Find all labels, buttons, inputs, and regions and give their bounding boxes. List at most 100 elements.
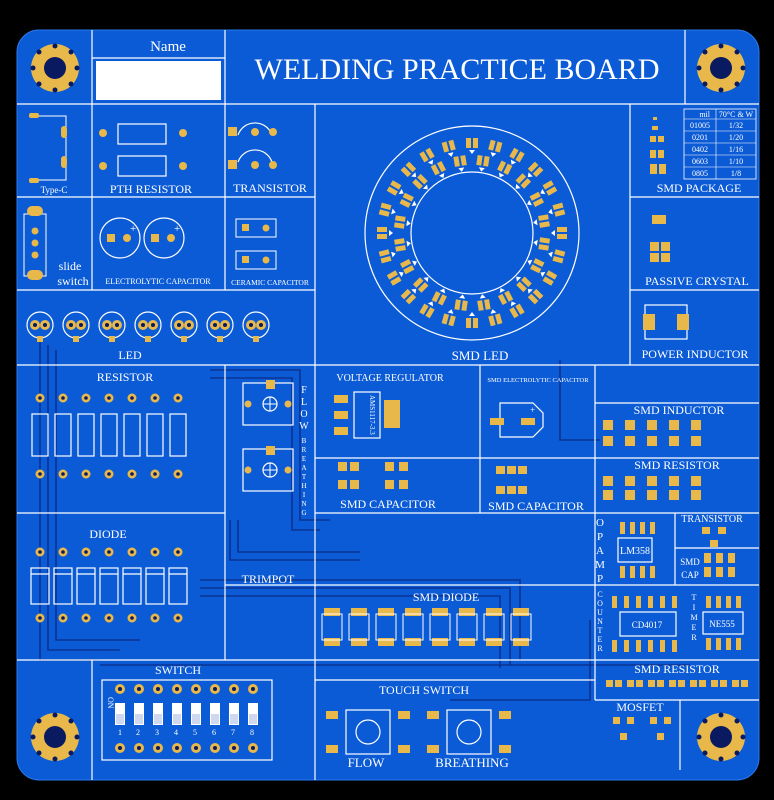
switch-on-label: ON — [106, 697, 115, 709]
flow-breathing-char: O — [300, 409, 307, 420]
package-table-cell: 0402 — [692, 145, 708, 154]
smd-inductor-label: SMD INDUCTOR — [634, 403, 725, 417]
breathing-label: BREATHING — [435, 755, 509, 770]
counter-char: O — [597, 599, 603, 608]
timer-char: T — [692, 593, 697, 602]
smd-resistor-footprints-2 — [606, 680, 748, 687]
package-table-cell: 0201 — [692, 133, 708, 142]
pth-resistor-footprint — [99, 123, 187, 177]
voltage-regulator-label: VOLTAGE REGULATOR — [336, 373, 444, 384]
smd-transistor-footprint — [702, 527, 726, 547]
cd4017-footprint — [612, 596, 677, 652]
counter-vertical-label: C O U N T E R — [597, 590, 603, 653]
mounting-hole-bottom-right — [696, 712, 746, 762]
transistor-small-label: TRANSISTOR — [681, 514, 743, 525]
package-table-cell: 1/8 — [731, 169, 741, 178]
smd-resistor-label-2: SMD RESISTOR — [634, 662, 719, 676]
flow-breathing-char: I — [303, 491, 306, 499]
package-table-cell: 0805 — [692, 169, 708, 178]
op-amp-char: O — [596, 517, 604, 529]
electrolytic-capacitor-footprints: + + — [99, 217, 185, 259]
flow-breathing-char: T — [302, 473, 307, 481]
svg-text:+: + — [530, 405, 535, 415]
diode-label: DIODE — [89, 527, 126, 541]
dip-switch-number: 4 — [174, 728, 178, 737]
dip-switch-number: 3 — [155, 728, 159, 737]
op-amp-char: A — [596, 545, 604, 557]
dip-switch-number: 5 — [193, 728, 197, 737]
electrolytic-capacitor-label: ELECTROLYTIC CAPACITOR — [105, 277, 211, 286]
timer-char: I — [693, 603, 696, 612]
smd-electrolytic-capacitor-label: SMD ELECTROLYTIC CAPACITOR — [487, 377, 589, 384]
mosfet-label: MOSFET — [616, 700, 664, 714]
flow-breathing-char: A — [301, 464, 306, 472]
board-title: WELDING PRACTICE BOARD — [255, 53, 660, 86]
resistor-footprints — [31, 393, 187, 479]
trimpot-label: TRIMPOT — [242, 572, 295, 586]
name-field — [96, 61, 221, 100]
op-amp-char: P — [597, 531, 603, 543]
dip-switch-numbers: 1 2 3 4 5 6 7 8 — [118, 728, 254, 737]
dip-switch-footprint — [101, 679, 273, 761]
passive-crystal-footprint — [650, 215, 670, 262]
transistor-label: TRANSISTOR — [233, 181, 307, 195]
op-amp-vertical-label: O P A M P — [595, 517, 605, 585]
ceramic-capacitor-footprints — [235, 218, 277, 270]
package-table: mil 70°C & W 01005 1/32 0201 1/20 0402 1… — [683, 108, 757, 180]
smd-inductor-footprints — [603, 420, 701, 446]
flow-breathing-char: R — [302, 446, 307, 454]
transistor-footprint — [228, 122, 277, 169]
package-table-cell: 1/32 — [729, 121, 743, 130]
timer-vertical-label: T I M E R — [690, 593, 697, 642]
lm358-footprint — [617, 522, 655, 578]
mounting-hole-bottom-left — [30, 712, 80, 762]
package-table-cell: 01005 — [690, 121, 710, 130]
package-table-header-mil: mil — [699, 110, 710, 119]
ams-chip-label: AMS1117-3.3 — [368, 395, 376, 435]
resistor-label: RESISTOR — [97, 370, 153, 384]
power-inductor-label: POWER INDUCTOR — [642, 347, 749, 361]
flow-breathing-char: H — [301, 482, 306, 490]
dip-switch-number: 7 — [231, 728, 235, 737]
op-amp-char: P — [597, 573, 603, 585]
timer-char: E — [692, 623, 697, 632]
smd-diode-footprints — [321, 608, 532, 646]
trimpot-footprints — [242, 380, 294, 492]
slide-switch-label-line2: switch — [57, 274, 88, 288]
smd-cap-footprints — [704, 553, 735, 577]
package-table-cell: 0603 — [692, 157, 708, 166]
smd-cap-label-1: SMD — [680, 557, 700, 567]
touch-switch-footprints — [326, 709, 511, 755]
ne555-label: NE555 — [709, 619, 735, 629]
package-table-cell: 1/16 — [729, 145, 743, 154]
flow-breathing-char: L — [301, 397, 307, 408]
power-inductor-footprint — [643, 304, 689, 340]
pth-resistor-label: PTH RESISTOR — [110, 182, 192, 196]
counter-char: E — [598, 635, 603, 644]
counter-char: T — [598, 626, 603, 635]
slide-switch-label-line1: slide — [59, 259, 82, 273]
flow-label: FLOW — [348, 755, 386, 770]
flow-breathing-char: F — [301, 385, 307, 396]
slide-switch-footprint — [23, 206, 47, 280]
smd-package-footprints — [650, 117, 666, 174]
voltage-regulator-footprint — [334, 391, 400, 439]
timer-char: M — [690, 613, 697, 622]
svg-text:+: + — [130, 223, 136, 235]
smd-capacitor-footprints-2 — [496, 466, 527, 494]
smd-capacitor-label-1: SMD CAPACITOR — [340, 497, 436, 511]
flow-breathing-char: N — [301, 500, 306, 508]
flow-breathing-char: W — [299, 421, 309, 432]
smd-resistor-footprints — [603, 476, 701, 500]
dip-switch-number: 2 — [136, 728, 140, 737]
typec-footprint — [29, 113, 67, 183]
typec-label: Type-C — [41, 185, 68, 195]
switch-label: SWITCH — [155, 663, 201, 677]
op-amp-char: M — [595, 559, 605, 571]
led-footprints — [26, 311, 270, 342]
package-table-cell: 1/10 — [729, 157, 743, 166]
counter-char: U — [597, 608, 603, 617]
svg-text:+: + — [174, 223, 180, 235]
dip-switch-number: 1 — [118, 728, 122, 737]
dip-switch-number: 8 — [250, 728, 254, 737]
